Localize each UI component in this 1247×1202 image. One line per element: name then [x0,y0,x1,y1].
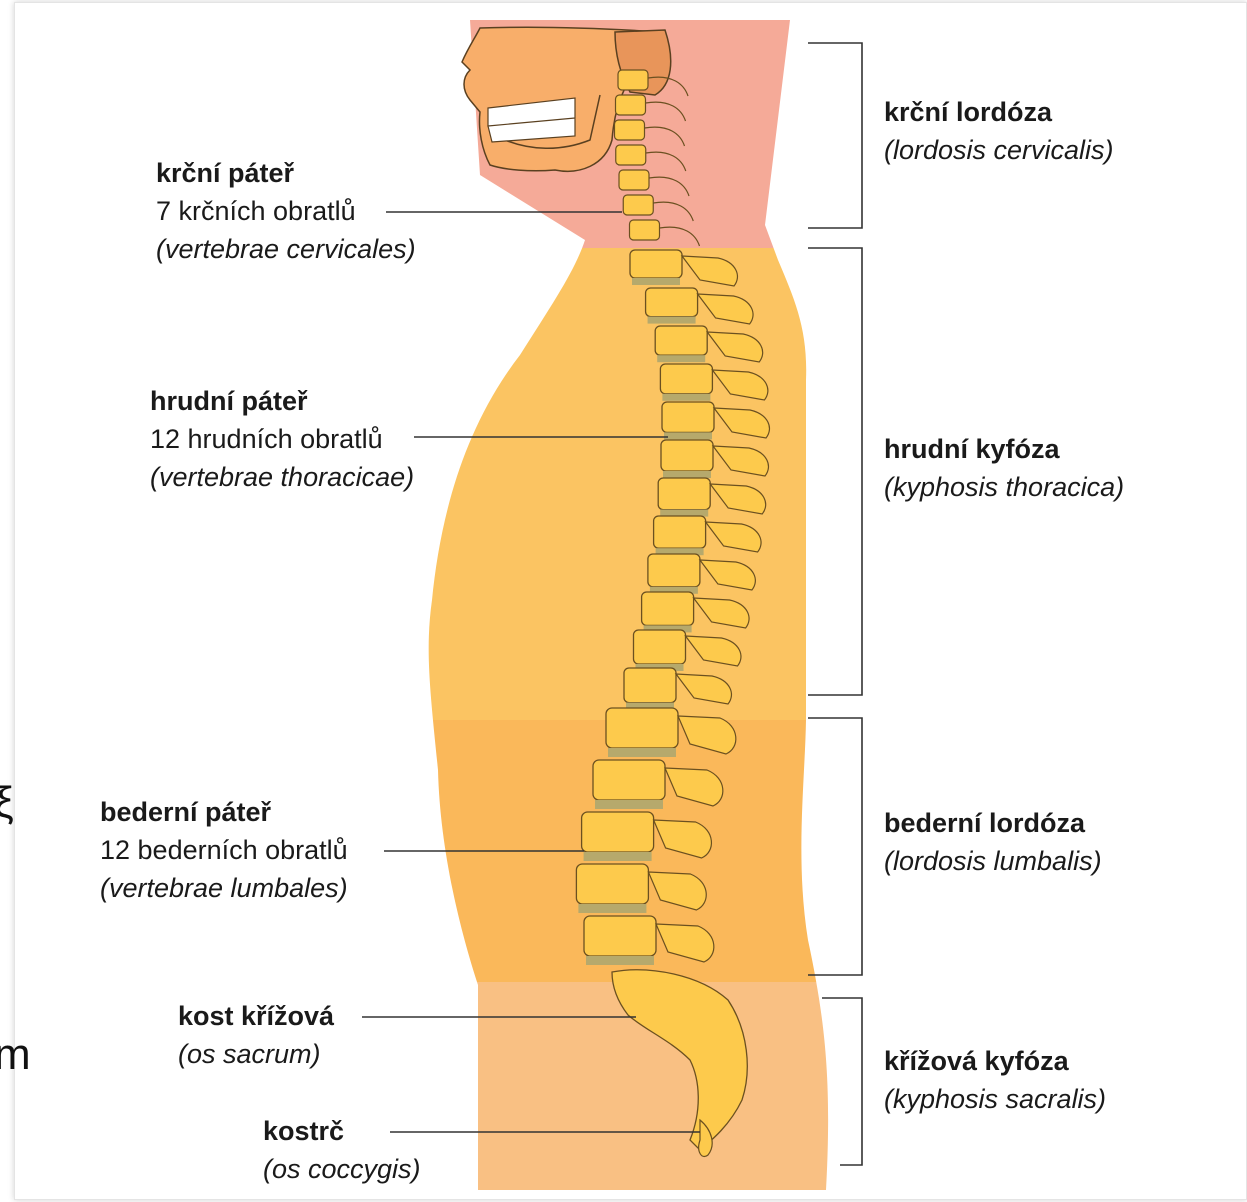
label-sacral-kyphosis: křížová kyfóza (kyphosis sacralis) [884,1042,1106,1118]
intervertebral-disc [662,394,710,401]
label-sacral-kyphosis-title: křížová kyfóza [884,1042,1106,1080]
intervertebral-disc [595,800,663,809]
thoracic-vertebra [630,250,682,278]
label-cervical-lordosis-title: krční lordóza [884,93,1114,131]
thoracic-vertebra [655,326,707,355]
thoracic-vertebra [654,516,706,548]
edge-fragment-lower: m [0,1030,31,1080]
cervical-vertebra [616,145,646,165]
bracket-sacral [822,998,862,1165]
bracket-lumbar [808,718,862,975]
label-lumbar-title: bederní páteř [100,793,348,831]
sacral-region [400,982,850,1202]
cervical-vertebra [623,195,653,215]
cervical-vertebra [619,170,649,190]
thoracic-vertebra [661,440,713,471]
label-sacrum-latin: (os sacrum) [178,1035,334,1073]
label-thoracic-kyphosis-latin: (kyphosis thoracica) [884,468,1124,506]
lumbar-vertebra [584,916,656,956]
label-coccyx-latin: (os coccygis) [263,1150,421,1188]
lumbar-vertebra [606,708,678,748]
intervertebral-disc [584,852,652,861]
label-cervical-lordosis: krční lordóza (lordosis cervicalis) [884,93,1114,169]
label-thoracic-spine: hrudní páteř 12 hrudních obratlů (verteb… [150,382,414,496]
label-lumbar-lordosis-latin: (lordosis lumbalis) [884,842,1102,880]
label-sacral-kyphosis-latin: (kyphosis sacralis) [884,1080,1106,1118]
label-cervical-lordosis-latin: (lordosis cervicalis) [884,131,1114,169]
thoracic-vertebra [642,592,694,625]
thoracic-vertebra [662,402,714,432]
label-thoracic-kyphosis-title: hrudní kyfóza [884,430,1124,468]
cervical-vertebra [630,220,660,240]
intervertebral-disc [657,355,705,362]
intervertebral-disc [586,956,654,965]
label-cervical-spine: krční páteř 7 krčních obratlů (vertebrae… [156,154,416,268]
label-lumbar-count: 12 bederních obratlů [100,831,348,869]
label-lumbar-lordosis: bederní lordóza (lordosis lumbalis) [884,804,1102,880]
intervertebral-disc [578,904,646,913]
label-thoracic-title: hrudní páteř [150,382,414,420]
label-coccyx-title: kostrč [263,1112,421,1150]
intervertebral-disc [663,471,711,478]
thoracic-vertebra [660,364,712,394]
label-lumbar-latin: (vertebrae lumbales) [100,869,348,907]
label-cervical-count: 7 krčních obratlů [156,192,416,230]
thoracic-vertebra [648,554,700,587]
thoracic-vertebra [624,668,676,703]
lumbar-vertebra [582,812,654,852]
cervical-vertebra [615,120,645,140]
label-sacrum-title: kost křížová [178,997,334,1035]
intervertebral-disc [664,432,712,439]
label-coccyx: kostrč (os coccygis) [263,1112,421,1188]
thorax-region [400,248,850,720]
lumbar-vertebra [576,864,648,904]
label-thoracic-count: 12 hrudních obratlů [150,420,414,458]
cervical-vertebra [616,95,646,115]
intervertebral-disc [648,317,696,324]
lumbar-vertebra [593,760,665,800]
intervertebral-disc [608,748,676,757]
label-sacrum: kost křížová (os sacrum) [178,997,334,1073]
edge-fragment-upper: ξ [0,778,14,828]
label-lumbar-spine: bederní páteř 12 bederních obratlů (vert… [100,793,348,907]
cervical-vertebra [618,70,648,90]
thoracic-vertebra [658,478,710,510]
label-lumbar-lordosis-title: bederní lordóza [884,804,1102,842]
thoracic-vertebra [646,288,698,317]
label-thoracic-latin: (vertebrae thoracicae) [150,458,414,496]
bracket-cervical [808,43,862,228]
intervertebral-disc [632,278,680,285]
label-thoracic-kyphosis: hrudní kyfóza (kyphosis thoracica) [884,430,1124,506]
label-cervical-latin: (vertebrae cervicales) [156,230,416,268]
label-cervical-title: krční páteř [156,154,416,192]
thoracic-vertebra [634,630,686,664]
bracket-thoracic [808,248,862,695]
